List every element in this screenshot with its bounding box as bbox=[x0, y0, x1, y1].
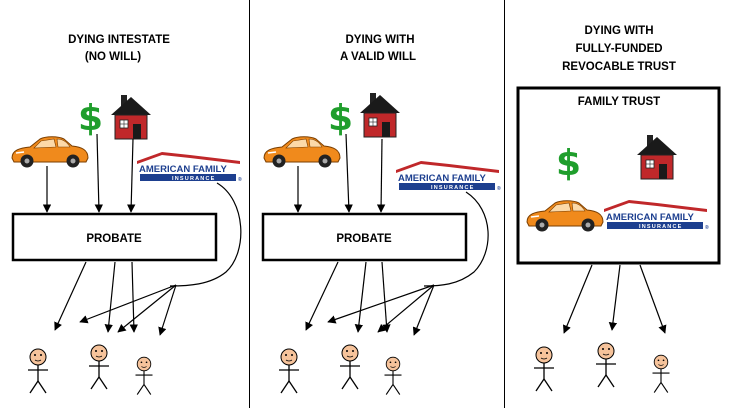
insurance-logo-mark: ® bbox=[497, 185, 501, 192]
dollar-icon: $ bbox=[328, 98, 353, 139]
panel-title-line: A VALID WILL bbox=[340, 51, 416, 63]
probate-box bbox=[11, 212, 218, 262]
insurance-logo-mark: ® bbox=[705, 224, 709, 231]
insurance-logo-subtext: INSURANCE bbox=[172, 176, 216, 182]
probate-label: PROBATE bbox=[86, 233, 142, 245]
probate-box bbox=[261, 212, 468, 262]
dollar-icon: $ bbox=[78, 98, 103, 139]
probate-label: PROBATE bbox=[336, 233, 392, 245]
person-icon bbox=[27, 348, 49, 394]
panel-intestate: DYING INTESTATE (NO WILL) $ AMERICAN FAM… bbox=[11, 34, 242, 396]
person-icon bbox=[134, 356, 154, 396]
insurance-logo-subtext: INSURANCE bbox=[639, 224, 683, 230]
person-icon bbox=[88, 344, 110, 390]
insurance-logo-text: AMERICAN FAMILY bbox=[398, 173, 486, 184]
panel-revocable-trust: DYING WITH FULLY-FUNDED REVOCABLE TRUST … bbox=[516, 25, 721, 394]
panel-valid-will: DYING WITH A VALID WILL $ AMERICAN FAMIL… bbox=[261, 34, 501, 396]
panel-title-line: DYING WITH bbox=[585, 25, 654, 37]
panel-title-line: DYING INTESTATE bbox=[68, 34, 170, 46]
insurance-logo: AMERICAN FAMILY INSURANCE ® bbox=[137, 152, 242, 183]
person-icon bbox=[383, 356, 403, 396]
panel-title-line: FULLY-FUNDED bbox=[575, 43, 662, 55]
person-icon bbox=[278, 348, 300, 394]
insurance-logo: AMERICAN FAMILY INSURANCE ® bbox=[604, 200, 709, 231]
car-icon bbox=[263, 136, 341, 169]
house-icon bbox=[110, 94, 152, 140]
car-icon bbox=[11, 136, 89, 169]
house-icon bbox=[359, 92, 401, 138]
person-icon bbox=[651, 354, 671, 394]
insurance-logo-text: AMERICAN FAMILY bbox=[139, 164, 227, 175]
insurance-logo: AMERICAN FAMILY INSURANCE ® bbox=[396, 161, 501, 192]
panel-title-line: DYING WITH bbox=[346, 34, 415, 46]
person-icon bbox=[339, 344, 361, 390]
panel-title-line: REVOCABLE TRUST bbox=[562, 61, 676, 73]
family-trust-box bbox=[516, 86, 721, 265]
dollar-icon: $ bbox=[556, 143, 581, 184]
panel-title-line: (NO WILL) bbox=[85, 51, 141, 63]
family-trust-label: FAMILY TRUST bbox=[578, 96, 660, 108]
insurance-logo-mark: ® bbox=[238, 176, 242, 183]
person-icon bbox=[595, 342, 617, 388]
insurance-logo-subtext: INSURANCE bbox=[431, 185, 475, 191]
person-icon bbox=[533, 346, 555, 392]
insurance-logo-text: AMERICAN FAMILY bbox=[606, 212, 694, 223]
